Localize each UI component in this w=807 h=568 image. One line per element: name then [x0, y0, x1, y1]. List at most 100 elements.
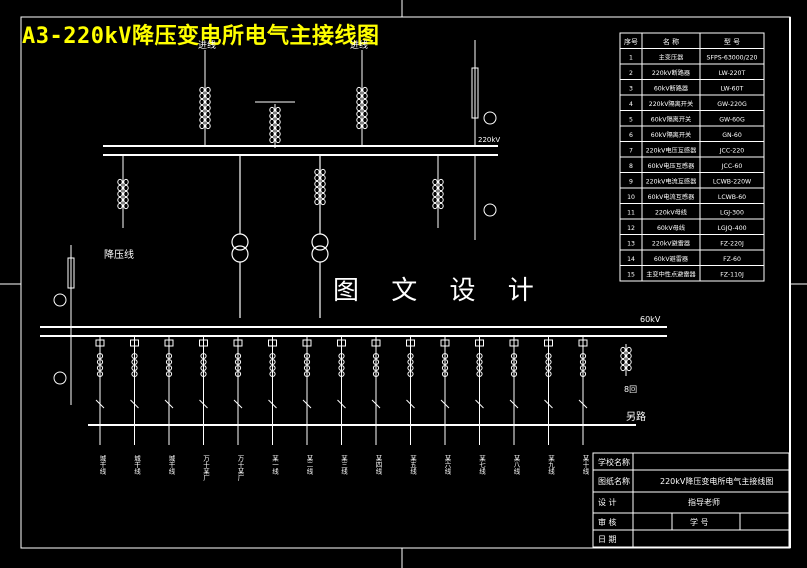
- feeder-label: 某七线: [478, 455, 486, 475]
- transformer-hv-ct-mid: [314, 166, 326, 210]
- table-cell: LW-220T: [719, 70, 746, 77]
- table-cell: JCC-220: [719, 148, 745, 155]
- table-cell: GN-60: [722, 132, 742, 139]
- tb-drawing-label: 图纸名称: [598, 476, 630, 486]
- table-cell: 60kV母线: [657, 224, 685, 232]
- table-cell: 主变中性点避雷器: [646, 271, 696, 279]
- feeder-bay: [371, 336, 381, 445]
- bus-220kv-label: 220kV: [478, 136, 500, 144]
- tb-number-label: 学 号: [690, 517, 709, 527]
- table-cell: 主变压器: [659, 54, 685, 62]
- tb-drawing-name: 220kV降压变电所电气主接线图: [660, 476, 773, 486]
- feeder-bay: [337, 336, 346, 445]
- tb-check-label: 审 核: [598, 517, 617, 527]
- table-cell: 13: [627, 241, 635, 248]
- feeder-label: 某一线: [271, 455, 279, 475]
- bus-220kv: [103, 145, 498, 156]
- table-cell: FZ-110J: [720, 272, 744, 279]
- table-cell: FZ-220J: [720, 241, 744, 248]
- tb-design-label: 设 计: [598, 497, 617, 507]
- table-cell: 60kV隔离开关: [651, 116, 691, 124]
- feeder-bay: [233, 336, 243, 445]
- table-cell: 1: [629, 55, 633, 62]
- feeder-label: 万十某厂: [236, 455, 244, 483]
- feeder-bay: [199, 336, 208, 445]
- feeder-label: 某二线: [305, 455, 313, 475]
- table-cell: 220kV电流互感器: [646, 178, 697, 186]
- feeder-bay: [268, 336, 277, 445]
- bus-feeder-label: 另路: [626, 410, 646, 423]
- pt-60kv-left: [53, 293, 67, 307]
- feeder-label: 某八线: [512, 455, 520, 475]
- table-header-cell: 名 称: [663, 37, 679, 46]
- table-cell: 220kV隔离开关: [649, 100, 693, 108]
- incoming-left-label: 进线: [198, 39, 216, 51]
- table-cell: 11: [627, 210, 635, 217]
- pt-220kv-2: [483, 203, 497, 217]
- bay-label: 8回: [624, 385, 637, 394]
- table-cell: 2: [629, 70, 633, 77]
- table-cell: 5: [629, 117, 633, 124]
- table-cell: FZ-60: [723, 256, 741, 263]
- table-cell: 10: [627, 194, 635, 201]
- table-cell: LCWB-60: [718, 194, 746, 201]
- pt-60kv-left-2: [53, 371, 67, 385]
- watermark-text: 图 文 设 计: [333, 276, 546, 306]
- table-cell: 220kV断路器: [652, 69, 691, 77]
- table-cell: 220kV避雷器: [652, 240, 691, 248]
- feeder-label: 某五线: [409, 455, 417, 475]
- table-cell: LGJ-300: [720, 210, 744, 217]
- table-cell: 4: [629, 101, 633, 108]
- feeder-bay: [130, 336, 139, 445]
- feeder-label: 某九线: [547, 455, 555, 475]
- table-cell: LGJQ-400: [717, 225, 746, 232]
- table-cell: 60kV断路器: [654, 85, 689, 93]
- table-cell: 60kV电压互感器: [648, 162, 695, 170]
- table-cell: 14: [627, 256, 635, 263]
- table-cell: GW-60G: [719, 117, 745, 124]
- feeder-bay: [440, 336, 450, 445]
- table-cell: 60kV电流互感器: [648, 193, 695, 201]
- feeder-label: 城干线: [167, 455, 175, 475]
- feeder-bay: [406, 336, 415, 445]
- feeder-label: 城干线: [133, 455, 141, 475]
- feeder-label: 某十线: [581, 455, 589, 475]
- title-block: [592, 452, 790, 548]
- table-cell: LCWB-220W: [713, 179, 751, 186]
- tb-advisor-label: 指导老师: [688, 497, 720, 507]
- feeder-bay: [578, 336, 588, 445]
- table-cell: LW-60T: [721, 86, 744, 93]
- feeder-label: 万十某厂: [202, 455, 210, 483]
- generated-elements: 城干线城干线城干线万十某厂万十某厂某一线某二线某三线某四线某五线某六线某七线某八…: [53, 40, 632, 483]
- feeder-bay: [475, 336, 484, 445]
- table-cell: 8: [629, 163, 633, 170]
- table-cell: SFPS-63000/220: [707, 55, 758, 62]
- bus-60kv: [40, 326, 667, 337]
- table-cell: 220kV母线: [655, 209, 687, 217]
- table-cell: GW-220G: [717, 101, 747, 108]
- table-cell: 6: [629, 132, 633, 139]
- feeder-label: 某四线: [374, 455, 382, 475]
- drawing-title: A3-220kV降压变电所电气主接线图: [22, 24, 380, 49]
- table-cell: JCC-60: [721, 163, 743, 170]
- feeder-bay: [164, 336, 174, 445]
- source-label: 降压线: [104, 248, 134, 261]
- feeder-bay: [302, 336, 312, 445]
- table-cell: 7: [629, 148, 633, 155]
- feeder-bay: [95, 336, 105, 445]
- bus-60kv-label: 60kV: [640, 315, 661, 324]
- feeder-label: 某六线: [443, 455, 451, 475]
- table-cell: 220kV电压互感器: [646, 147, 697, 155]
- tb-school-label: 学校名称: [598, 457, 630, 467]
- table-cell: 9: [629, 179, 633, 186]
- incoming-right-label: 进线: [350, 39, 368, 51]
- pt-bay-60kv: [620, 344, 632, 376]
- table-cell: 12: [627, 225, 635, 232]
- feeder-label: 城干线: [98, 455, 106, 475]
- table-cell: 3: [629, 86, 633, 93]
- table-header-cell: 序号: [624, 37, 638, 46]
